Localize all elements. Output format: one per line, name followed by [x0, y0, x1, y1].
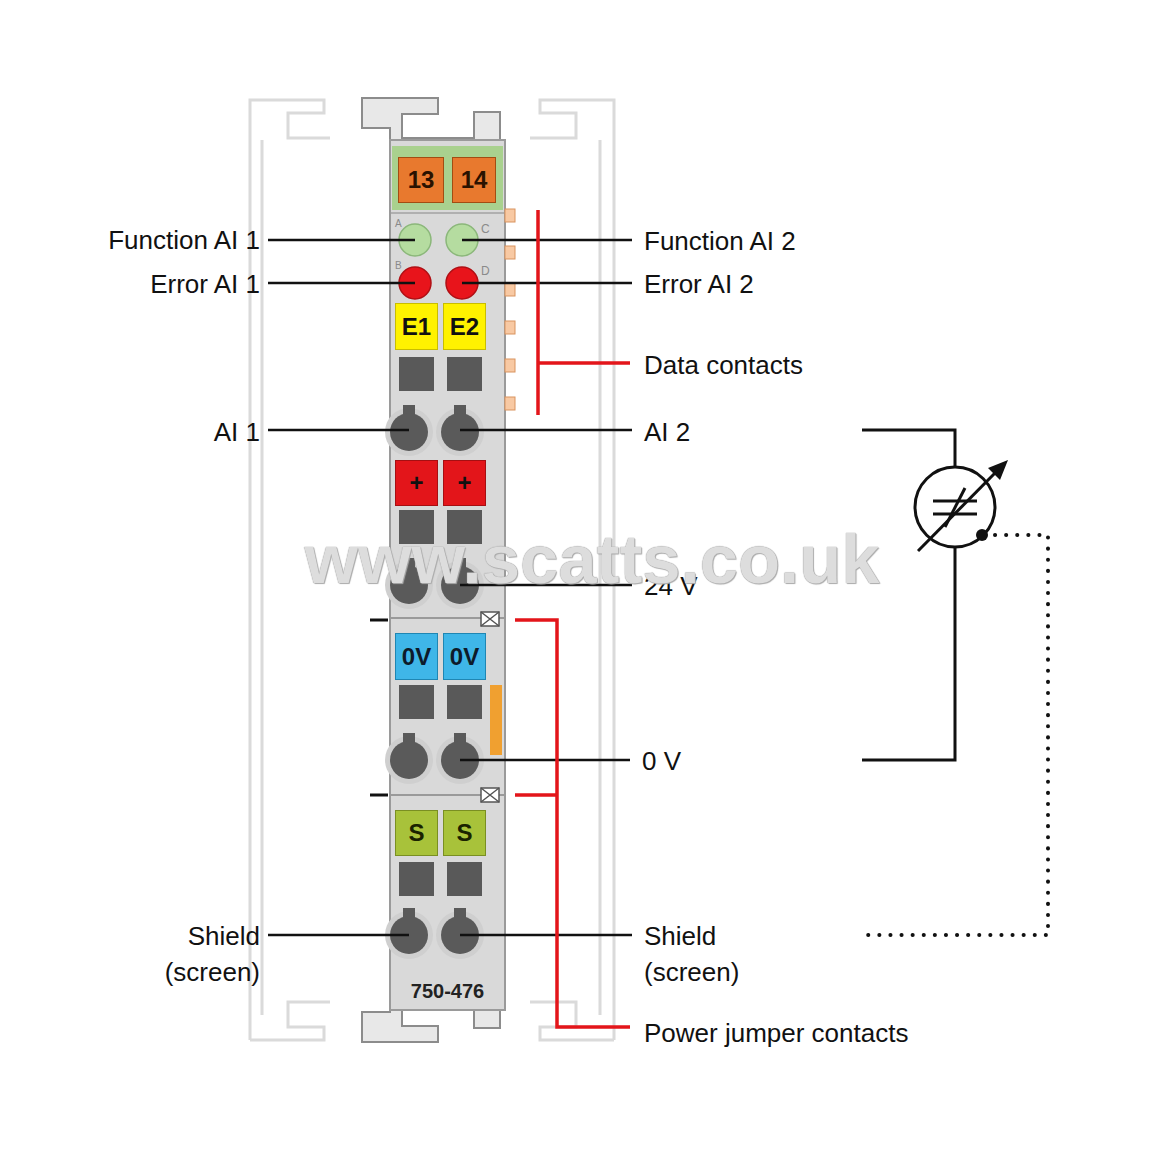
led-letter: D	[481, 264, 490, 278]
bracket	[538, 210, 630, 415]
module-housing	[392, 146, 503, 210]
leader-line	[460, 429, 632, 432]
clamp-terminal	[385, 733, 433, 784]
signal-name: Shield (screen)	[150, 918, 260, 990]
status-led	[399, 224, 478, 299]
section-separator	[481, 788, 499, 802]
release-slot	[399, 862, 434, 896]
section-separator	[370, 619, 388, 622]
leader-line	[462, 282, 632, 285]
sensor-symbol	[862, 430, 1048, 935]
leader-line	[462, 239, 632, 242]
section-separator	[481, 612, 499, 626]
sensor-symbol	[976, 529, 988, 541]
terminal-marker: +	[395, 460, 438, 506]
sensor-symbol	[862, 430, 955, 467]
section-separator	[370, 794, 388, 797]
part-number: 750-476	[390, 978, 505, 1004]
section-separator	[481, 788, 499, 802]
signal-name: AI 1	[214, 417, 260, 447]
terminal-marker: E2	[443, 303, 486, 350]
power-jumper-strip	[490, 685, 502, 755]
data-contact-tab	[505, 246, 515, 259]
group-label: Data contacts	[644, 350, 803, 380]
terminal-label: 0V	[450, 644, 479, 670]
callout-label: Error AI 1	[150, 269, 260, 299]
release-slot	[399, 685, 434, 719]
callout-label: Function AI 1	[108, 225, 260, 255]
release-slot	[399, 357, 434, 391]
leader-line	[268, 282, 415, 285]
terminal-label: E2	[450, 314, 479, 340]
release-slot	[447, 357, 482, 391]
sensor-symbol	[915, 467, 995, 547]
leader-line	[268, 934, 409, 937]
section-separator	[481, 612, 499, 626]
clamp-terminal	[436, 733, 484, 784]
terminal-label: 13	[408, 167, 435, 193]
data-contact-tab	[505, 397, 515, 410]
signal-name: Shield (screen)	[644, 918, 754, 990]
terminal-label: S	[408, 820, 424, 846]
terminal-marker: 0V	[395, 633, 438, 680]
neighbour-module-outline	[530, 1002, 614, 1040]
leader-line	[460, 934, 632, 937]
data-contact-tab	[505, 359, 515, 372]
terminal-label: +	[409, 470, 423, 496]
leader-line	[460, 759, 630, 762]
bracket	[515, 210, 630, 1027]
callout-label: Function AI 2	[644, 226, 796, 256]
module-housing-node: 750-476 13 14E1 E2 + +0V 0V S S	[390, 140, 505, 1010]
terminal-marker: E1	[395, 303, 438, 350]
led-letter: A	[395, 218, 402, 230]
terminal-marker: S	[395, 810, 438, 856]
terminal-label: 14	[461, 167, 488, 193]
terminal-label: E1	[402, 314, 431, 340]
terminal-marker: 0V	[443, 633, 486, 680]
section-separator	[370, 612, 504, 802]
data-contact-tab	[505, 321, 515, 334]
data-contact-tab	[505, 209, 515, 222]
clamp-terminal	[436, 908, 484, 959]
neighbour-module-outline	[250, 1002, 330, 1040]
sensor-symbol	[988, 460, 1008, 480]
clamp-terminal	[385, 405, 484, 959]
din-rail-clip	[362, 98, 500, 145]
signal-name: AI 2	[644, 417, 690, 447]
clamp-terminal	[385, 908, 433, 959]
terminal-label: 0V	[402, 644, 431, 670]
terminal-number: 13	[398, 157, 444, 203]
led-letter: C	[481, 222, 490, 236]
group-label: Power jumper contacts	[644, 1018, 908, 1048]
leader-line	[268, 429, 409, 432]
bracket	[515, 620, 630, 1027]
sensor-symbol	[918, 472, 996, 551]
terminal-marker: S	[443, 810, 486, 856]
neighbour-module-outline	[261, 140, 264, 1015]
watermark: www.scatts.co.uk	[305, 524, 880, 596]
release-slot	[447, 685, 482, 719]
terminal-number: 14	[452, 157, 496, 203]
signal-name: 0 V	[642, 746, 681, 776]
terminal-label: S	[456, 820, 472, 846]
led-letter: B	[395, 260, 402, 272]
terminal-label: +	[457, 470, 471, 496]
sensor-symbol	[866, 535, 1048, 935]
power-jumper-strip	[490, 685, 502, 755]
module-housing	[391, 212, 504, 214]
release-slot	[447, 862, 482, 896]
data-contact-tab	[505, 283, 515, 296]
terminal-marker: +	[443, 460, 486, 506]
leader-line	[268, 239, 415, 242]
callout-label: Error AI 2	[644, 269, 754, 299]
